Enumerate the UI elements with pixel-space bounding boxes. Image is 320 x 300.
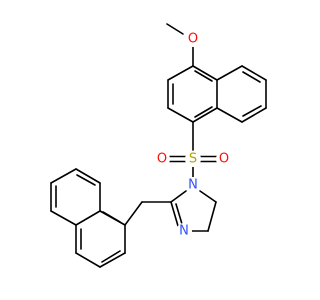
bond-ring-d-3 [75,252,101,268]
bond-ring-c-double-1 [76,174,96,186]
bond-layer [50,23,267,268]
sulfonyl-sulfur-label: S [189,152,197,167]
bond-c4-c5 [207,201,217,232]
bond-ring-d-4 [99,252,126,268]
bond-ring-c-3 [75,168,101,184]
bond-ring-c-4 [50,168,77,184]
bond-n1-c2 [170,190,187,203]
bond-ring-b-4 [241,107,267,123]
bond-ring-b-double-1 [242,71,261,83]
bond-methyl-o [166,23,184,35]
imidazoline-n1-label: N [188,178,198,193]
bond-ring-b-2 [241,65,267,81]
bond-ring-a-6 [192,65,218,81]
bond-ring-b-double-2 [242,105,262,117]
bond-ring-d-double-3 [102,211,121,223]
bond-c2-n3-b [175,203,183,225]
bond-c2-n3-a [170,201,179,227]
bond-ring-a-double-2 [194,106,213,118]
bond-ring-a-1 [167,65,194,81]
methoxy-oxygen-label: O [188,32,198,47]
bond-ring-d-1 [75,210,101,226]
bond-c5-n1 [199,190,217,203]
bond-ring-c-6 [50,210,77,226]
imidazoline-n3-label: N [179,224,189,239]
bond-ring-b-1 [216,65,243,81]
bond-ring-a-3 [167,107,194,123]
sulfonyl-oxygen-right-label: O [219,152,229,167]
sulfonyl-oxygen-left-label: O [157,152,167,167]
atom-label-layer: O S O O N N [154,31,232,239]
bond-ring-a-double-3 [194,70,213,82]
bond-ring-b-5 [216,107,243,123]
bond-ring-a-4 [192,107,218,123]
bond-ch2-naph [124,201,143,226]
bond-ring-d-double-2 [101,250,121,263]
molecule-structure: O S O O N N [50,23,267,268]
